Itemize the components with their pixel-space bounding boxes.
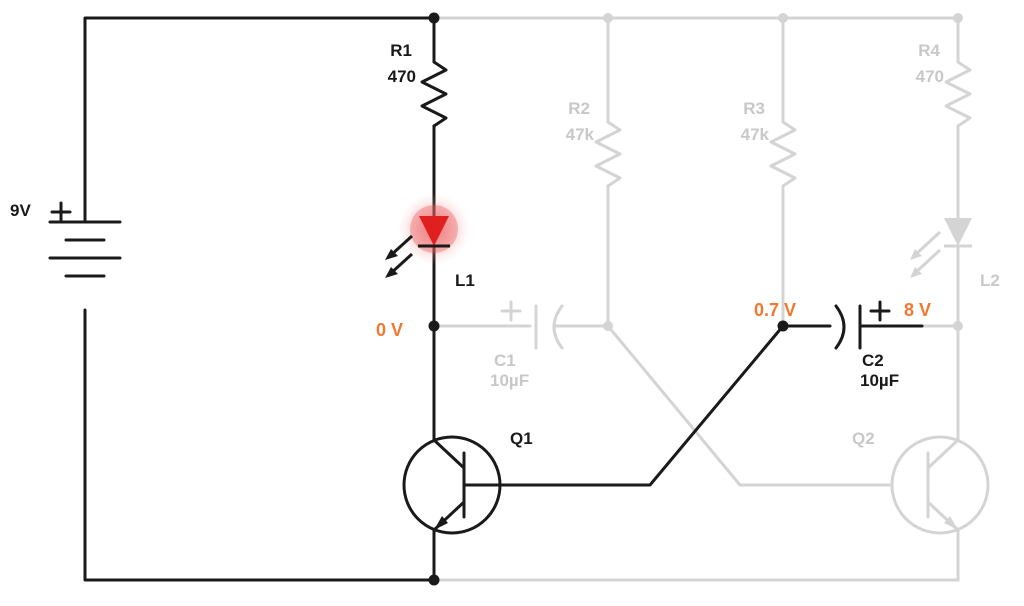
q1-base-wire xyxy=(462,324,832,487)
inactive-circuit xyxy=(432,16,990,582)
r2-name-label: R2 xyxy=(568,99,590,118)
q2-name-label: Q2 xyxy=(852,429,875,448)
r1-value-label: 470 xyxy=(388,67,416,86)
c1-value-label: 10µF xyxy=(490,371,529,390)
battery-voltage-label: 9V xyxy=(10,201,31,220)
active-junctions xyxy=(428,12,789,586)
r1-name-label: R1 xyxy=(390,41,412,60)
c2-plate-left xyxy=(834,304,846,350)
inactive-junctions xyxy=(603,13,963,331)
voltage-c2-left: 0.7 V xyxy=(754,300,796,320)
q2-collector xyxy=(926,438,960,470)
l1-led xyxy=(385,193,470,278)
c1-plate-right xyxy=(552,304,564,350)
r1-resistor xyxy=(420,60,448,128)
r4-value-label: 470 xyxy=(916,67,944,86)
r2-value-label: 47k xyxy=(566,125,595,144)
r2-resistor xyxy=(594,120,622,188)
battery-top-wire xyxy=(83,16,436,224)
r3-name-label: R3 xyxy=(743,99,765,118)
l2-led xyxy=(910,218,972,278)
battery-bottom-wire xyxy=(83,308,436,582)
q2-body xyxy=(890,435,990,535)
q1-emitter-arrow xyxy=(434,516,448,530)
cross-wire-to-q2 xyxy=(606,324,894,487)
r3-value-label: 47k xyxy=(741,125,770,144)
r4-name-label: R4 xyxy=(918,41,940,60)
c1-name-label: C1 xyxy=(494,351,516,370)
r3-resistor xyxy=(769,120,797,188)
l1-name-label: L1 xyxy=(455,271,475,290)
c2-value-label: 10µF xyxy=(860,371,899,390)
r4-resistor xyxy=(944,60,972,128)
q2-emitter-arrow xyxy=(944,516,958,530)
c2-name-label: C2 xyxy=(862,351,884,370)
active-circuit xyxy=(48,16,924,582)
q1-collector xyxy=(432,438,466,470)
l2-name-label: L2 xyxy=(980,271,1000,290)
q1-name-label: Q1 xyxy=(510,429,533,448)
voltage-q1-collector: 0 V xyxy=(376,320,403,340)
voltage-c2-right: 8 V xyxy=(904,300,931,320)
